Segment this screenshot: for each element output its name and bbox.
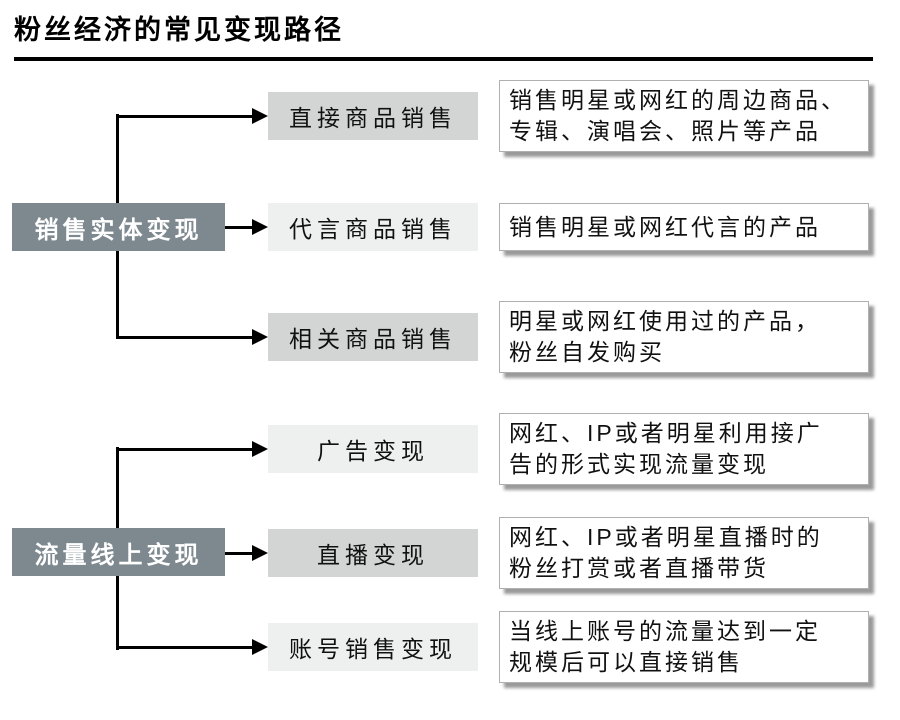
item-box-endorsed-merch-sales: 代言商品销售 (268, 203, 478, 251)
arrowhead-icon (252, 219, 268, 235)
item-box-account-sales-monetization: 账号销售变现 (268, 623, 478, 671)
item-box-related-merch-sales: 相关商品销售 (268, 313, 478, 361)
connector-arrow-line (116, 448, 252, 451)
description-box-endorsed-merch-sales: 销售明星或网红代言的产品 (499, 203, 869, 251)
group-box-online-traffic: 流量线上变现 (12, 528, 225, 576)
description-box-ad-monetization: 网红、IP或者明星利用接广 告的形式实现流量变现 (499, 413, 869, 485)
arrowhead-icon (252, 545, 268, 561)
description-box-account-sales-monetization: 当线上账号的流量达到一定 规模后可以直接销售 (499, 611, 869, 683)
connector-arrow-line (116, 646, 252, 649)
arrowhead-icon (252, 329, 268, 345)
arrowhead-icon (252, 639, 268, 655)
connector-arrow-line (225, 226, 252, 229)
connector-arrow-line (225, 552, 252, 555)
arrowhead-icon (252, 108, 268, 124)
description-box-direct-merch-sales: 销售明星或网红的周边商品、 专辑、演唱会、照片等产品 (499, 80, 869, 152)
connector-arrow-line (116, 336, 252, 339)
title-underline (14, 57, 873, 61)
item-box-ad-monetization: 广告变现 (268, 425, 478, 473)
description-box-related-merch-sales: 明星或网红使用过的产品， 粉丝自发购买 (499, 301, 869, 373)
item-box-livestream-monetization: 直播变现 (268, 529, 478, 577)
item-box-direct-merch-sales: 直接商品销售 (268, 92, 478, 140)
group-box-physical-sales: 销售实体变现 (12, 203, 225, 251)
page-title: 粉丝经济的常见变现路径 (14, 15, 344, 45)
arrowhead-icon (252, 441, 268, 457)
description-box-livestream-monetization: 网红、IP或者明星直播时的 粉丝打赏或者直播带货 (499, 517, 869, 589)
connector-arrow-line (116, 115, 252, 118)
